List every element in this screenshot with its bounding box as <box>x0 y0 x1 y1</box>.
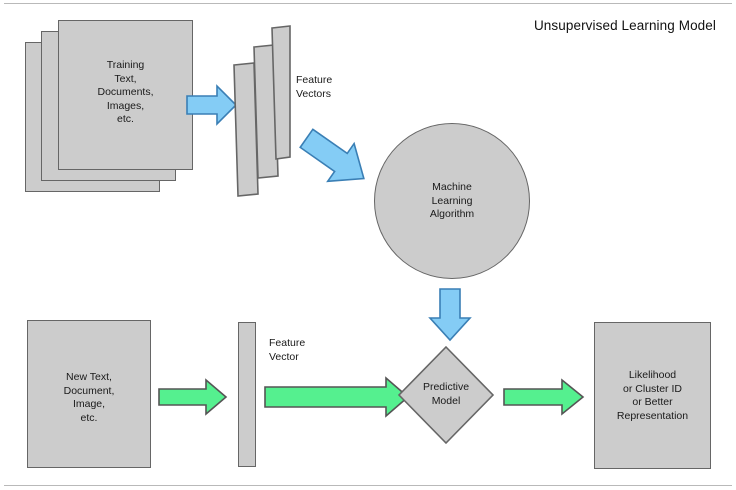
output-box <box>594 322 711 469</box>
feature-vectors-bars <box>232 16 292 197</box>
page-title: Unsupervised Learning Model <box>533 18 716 33</box>
feature-vector-caption: Feature Vector <box>269 337 306 363</box>
arrow-input-to-vector <box>158 378 228 416</box>
arrow-documents-to-vectors <box>186 84 238 126</box>
predictive-model-node <box>397 345 495 445</box>
bottom-divider-rule <box>4 485 732 486</box>
feature-vectors-caption: Feature Vectors <box>296 74 333 100</box>
arrow-vectors-to-algorithm <box>296 128 376 190</box>
feature-vector-bar <box>238 322 256 467</box>
arrow-vector-to-model <box>264 376 410 418</box>
arrow-model-to-output <box>503 378 585 416</box>
arrow-algorithm-to-model <box>428 288 472 342</box>
machine-learning-algorithm-node <box>374 123 530 279</box>
new-input-box <box>27 320 151 468</box>
top-divider-rule <box>4 3 732 4</box>
training-documents-sheet-front <box>58 20 193 170</box>
